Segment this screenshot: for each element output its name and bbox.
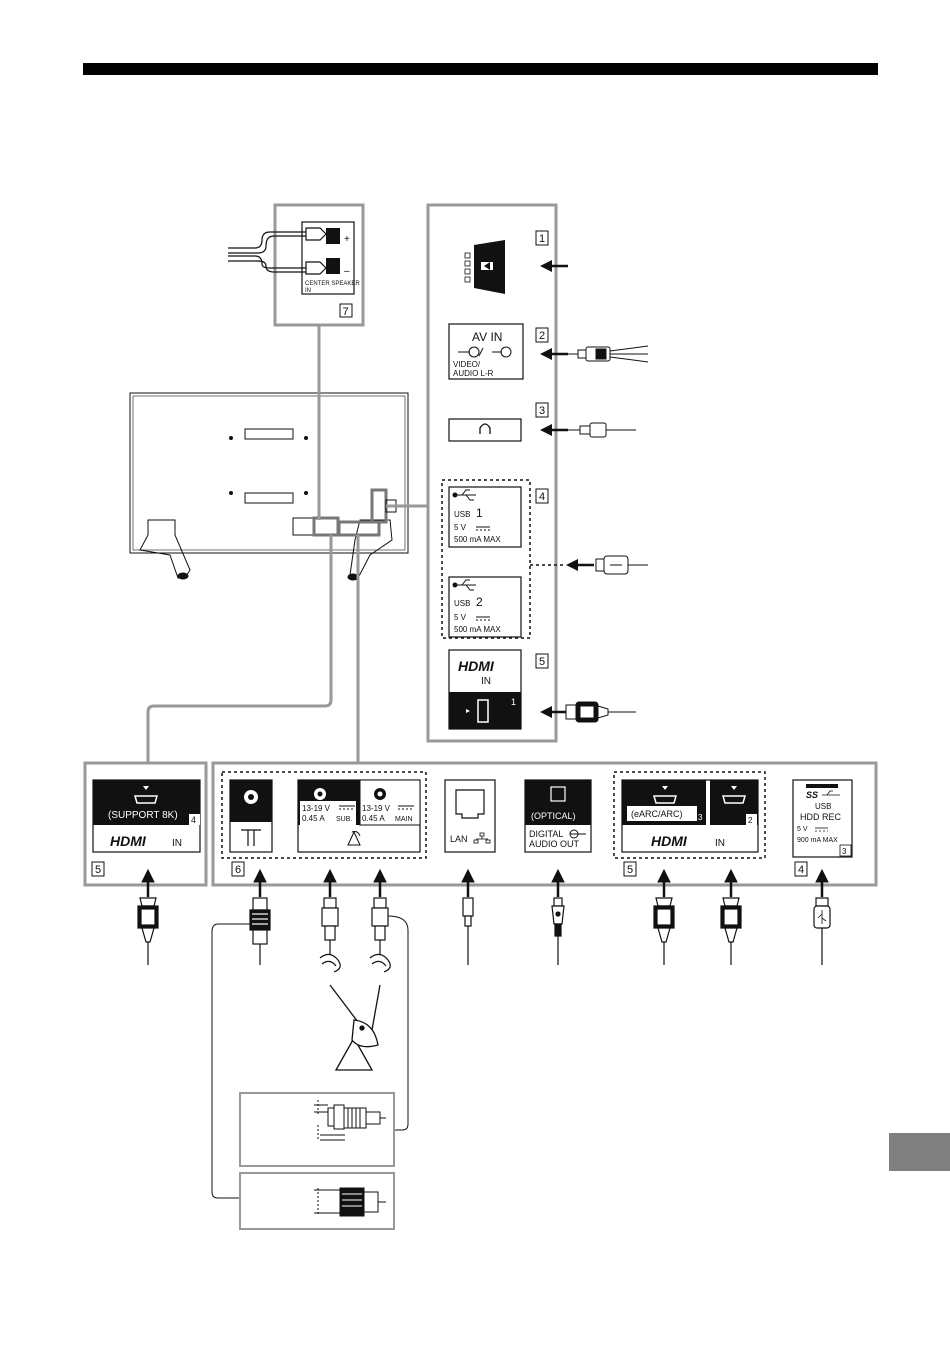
marker-5-bottom: 5 [627, 864, 633, 876]
optical-label: (OPTICAL) [531, 811, 576, 821]
usb2-volt: 5 V [454, 613, 467, 622]
marker-5: 5 [539, 656, 545, 668]
hdmi2-port-num: 2 [748, 816, 753, 825]
usb3-volt: 5 V [797, 826, 808, 833]
hdmi-in-label: IN [172, 838, 182, 849]
hdmi-logo: HDMI [651, 833, 688, 849]
usb2-num: 2 [476, 595, 483, 609]
sat-sub-amp: 0.45 A [302, 814, 325, 823]
hdmi1-port-num: 1 [511, 697, 516, 707]
marker-7: 7 [343, 306, 349, 318]
hdmi-plug-icon [566, 702, 636, 722]
hdmi-logo: HDMI [110, 833, 147, 849]
sat-sub-volt: 13-19 V [302, 804, 331, 813]
f-connector-detail-box [240, 1093, 394, 1166]
marker-4: 4 [539, 491, 545, 503]
headphone-plug-icon [568, 423, 636, 437]
lan-plug-icon [463, 898, 473, 965]
marker-4-bottom: 4 [798, 864, 804, 876]
usb-ss-logo: SS [806, 790, 818, 800]
bottom-panel: 6 13-19 V 0.45 A SUB. 13-19 V 0.45 A MAI… [213, 763, 876, 885]
marker-3: 3 [539, 405, 545, 417]
satellite-plug-icon [370, 898, 390, 972]
hdmi-plug-icon [654, 898, 674, 965]
hdmi-logo: HDMI [458, 658, 495, 674]
usb-plug-icon [596, 556, 648, 574]
side-panel: 1 2 AV IN VIDEO/ AUDIO L-R [428, 205, 648, 741]
usb3-label: USB [815, 802, 831, 811]
sat-main-amp: 0.45 A [362, 814, 385, 823]
bottom-left-port-num: 4 [191, 815, 196, 825]
sat-sub-label: SUB. [336, 816, 352, 823]
usb1-volt: 5 V [454, 523, 467, 532]
usb1-amp: 500 mA MAX [454, 535, 501, 544]
header-bar [83, 63, 878, 75]
usb1-label: USB [454, 510, 470, 519]
hdmi-plug-icon [138, 898, 158, 965]
optical-plug-icon [552, 898, 564, 965]
sat-main-label: MAIN [395, 816, 413, 823]
hdmi-in-label: IN [715, 838, 725, 849]
headphone-port-frame [449, 419, 521, 441]
av-in-line2: AUDIO L-R [453, 369, 494, 378]
earc-label: (eARC/ARC) [631, 809, 683, 819]
marker-5-left: 5 [95, 864, 101, 876]
sat-main-volt: 13-19 V [362, 804, 391, 813]
digital-audio-line1: DIGITAL [529, 829, 563, 839]
page-edge-tab [889, 1133, 950, 1171]
usb3-port-num: 3 [842, 847, 847, 856]
marker-6: 6 [235, 864, 241, 876]
hdmi-in-label: IN [481, 676, 491, 687]
usb1-num: 1 [476, 506, 483, 520]
av-in-line1: VIDEO/ [453, 360, 481, 369]
marker-1: 1 [539, 233, 545, 245]
arrow-left-icon [566, 559, 594, 571]
usb2-amp: 500 mA MAX [454, 625, 501, 634]
earc-port-num: 3 [698, 813, 703, 822]
usb-plug-icon [814, 898, 830, 965]
hdd-rec-label: HDD REC [800, 812, 842, 822]
minus-sign: – [344, 266, 350, 277]
tv-back [130, 393, 408, 580]
antenna-connector-detail-box [240, 1173, 394, 1229]
satellite-plug-icon [320, 898, 340, 972]
usb2-label: USB [454, 599, 470, 608]
satellite-dish-icon [330, 985, 380, 1070]
hdmi-plug-icon [721, 898, 741, 965]
av-in-title: AV IN [472, 330, 502, 344]
plus-sign: + [344, 234, 350, 245]
marker-2: 2 [539, 330, 545, 342]
av-plug-icon [568, 346, 648, 362]
bottom-left-hdmi-box: (SUPPORT 8K) 4 HDMI IN 5 [85, 763, 206, 885]
center-speaker-label: CENTER SPEAKER [305, 281, 360, 287]
lan-label: LAN [450, 834, 468, 844]
center-speaker-label-in: IN [305, 288, 311, 294]
usb3-amp: 900 mA MAX [797, 837, 838, 844]
cable-plugs [138, 898, 830, 972]
antenna-plug-icon [250, 898, 270, 965]
support-8k-label: (SUPPORT 8K) [108, 810, 178, 821]
digital-audio-line2: AUDIO OUT [529, 839, 580, 849]
